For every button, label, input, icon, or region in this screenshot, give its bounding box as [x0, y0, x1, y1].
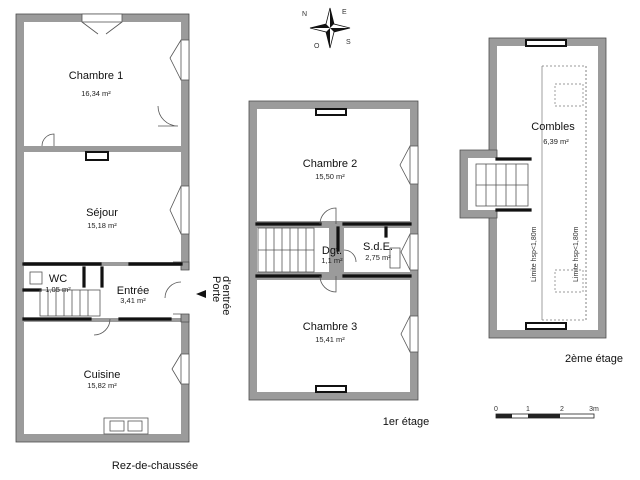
ground-floor-plan: Chambre 1 16,34 m² Séjour 15,18 m² WC 1,…: [15, 13, 232, 472]
room-combles-area: 6,39 m²: [543, 137, 569, 146]
first-floor-plan: Chambre 2 15,50 m² Dgt. 1,1 m² S.d.E. 2,…: [248, 100, 429, 428]
first-floor-caption: 1er étage: [383, 416, 429, 428]
attic-stairs: [475, 163, 529, 207]
scale-tick-1: 1: [526, 406, 530, 413]
limit-height-label-right: Limite hsp<1,80m: [573, 226, 580, 282]
room-chambre2-area: 15,50 m²: [315, 172, 345, 181]
room-dgt-name: Dgt.: [322, 245, 342, 257]
room-chambre1-name: Chambre 1: [69, 70, 123, 82]
compass-n: N: [302, 11, 307, 18]
entrance-door-label-line2: d'entrée: [220, 276, 232, 315]
room-wc-name: WC: [49, 273, 67, 285]
room-entree-name: Entrée: [117, 285, 149, 297]
room-chambre1-area: 16,34 m²: [81, 89, 111, 98]
room-chambre3-name: Chambre 3: [303, 321, 357, 333]
compass-o: O: [314, 43, 320, 50]
compass-s: S: [346, 39, 351, 46]
room-sejour-name: Séjour: [86, 207, 118, 219]
scale-tick-0: 0: [494, 406, 498, 413]
room-sde-name: S.d.E.: [363, 241, 393, 253]
compass-rose-icon: N E S O: [302, 7, 351, 50]
second-floor-caption: 2ème étage: [565, 353, 623, 365]
room-chambre2-name: Chambre 2: [303, 158, 357, 170]
compass-e: E: [342, 9, 347, 16]
entrance-arrow: [196, 290, 206, 298]
room-dgt-area: 1,1 m²: [321, 256, 343, 265]
room-sde-area: 2,75 m²: [365, 253, 391, 262]
room-chambre3-area: 15,41 m²: [315, 335, 345, 344]
room-cuisine-name: Cuisine: [84, 369, 121, 381]
first-floor-stairs: [257, 227, 315, 273]
ground-stairs: [29, 271, 101, 317]
scale-tick-2: 2: [560, 406, 564, 413]
room-entree-area: 3,41 m²: [120, 296, 146, 305]
scale-bar: 0 1 2 3m: [494, 406, 599, 419]
room-combles-name: Combles: [531, 121, 575, 133]
room-wc-area: 1,05 m²: [45, 285, 71, 294]
ground-floor-caption: Rez-de-chaussée: [112, 460, 198, 472]
second-floor-plan: Combles 6,39 m² Limite hsp<1,80m Limite …: [459, 37, 623, 365]
scale-tick-3: 3m: [589, 406, 599, 413]
limit-height-label-left: Limite hsp<1,80m: [531, 226, 538, 282]
room-cuisine-area: 15,82 m²: [87, 381, 117, 390]
entrance-door-label-line1: Porte: [210, 276, 222, 302]
room-sejour-area: 15,18 m²: [87, 221, 117, 230]
